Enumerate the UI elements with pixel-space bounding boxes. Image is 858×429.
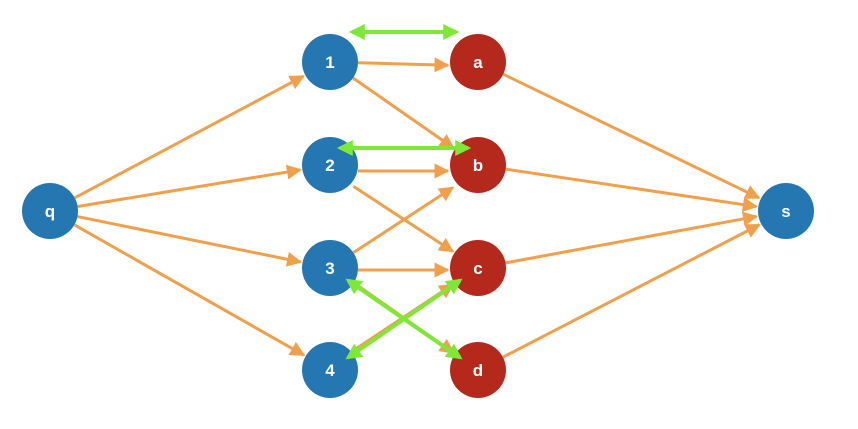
node-4-label: 4 xyxy=(325,361,335,380)
node-q-circle xyxy=(22,183,78,239)
node-3-label: 3 xyxy=(325,259,334,278)
node-b: b xyxy=(450,137,506,193)
flow-edge-q-to-2 xyxy=(77,164,302,208)
flow-edge-q-to-4 xyxy=(73,223,306,357)
node-d: d xyxy=(450,342,506,398)
node-1-label: 1 xyxy=(325,53,334,72)
node-3-circle xyxy=(302,240,358,296)
node-q-label: q xyxy=(45,202,55,221)
node-d-circle xyxy=(450,342,506,398)
node-a: a xyxy=(450,34,506,90)
node-b-label: b xyxy=(473,156,483,175)
node-s-circle xyxy=(758,183,814,239)
node-d-label: d xyxy=(473,361,483,380)
node-1-circle xyxy=(302,34,358,90)
flow-edge-a-to-s xyxy=(502,72,761,200)
node-a-circle xyxy=(450,34,506,90)
node-3: 3 xyxy=(302,240,358,296)
flow-edge-c-to-s xyxy=(505,211,758,265)
node-q: q xyxy=(22,183,78,239)
node-2: 2 xyxy=(302,137,358,193)
node-4-circle xyxy=(302,342,358,398)
nodes: q 1 2 3 4 a b c d s xyxy=(22,34,814,398)
node-c-circle xyxy=(450,240,506,296)
node-a-label: a xyxy=(473,53,483,72)
flow-edge-q-to-3 xyxy=(77,215,303,267)
matching-edges xyxy=(336,24,472,360)
node-4: 4 xyxy=(302,342,358,398)
node-s-label: s xyxy=(781,202,790,221)
node-c-label: c xyxy=(473,259,482,278)
flow-edge-1-to-a xyxy=(357,57,450,73)
node-1: 1 xyxy=(302,34,358,90)
flow-edge-b-to-s xyxy=(505,167,758,212)
matching-edge-4-c xyxy=(345,278,463,360)
node-c: c xyxy=(450,240,506,296)
flow-edge-d-to-s xyxy=(502,223,761,359)
node-2-label: 2 xyxy=(325,156,334,175)
node-s: s xyxy=(758,183,814,239)
flow-edge-1-to-b xyxy=(352,76,455,150)
flow-edges xyxy=(73,57,761,359)
flow-edge-q-to-1 xyxy=(74,74,305,200)
flow-edge-3-to-b xyxy=(352,186,455,254)
